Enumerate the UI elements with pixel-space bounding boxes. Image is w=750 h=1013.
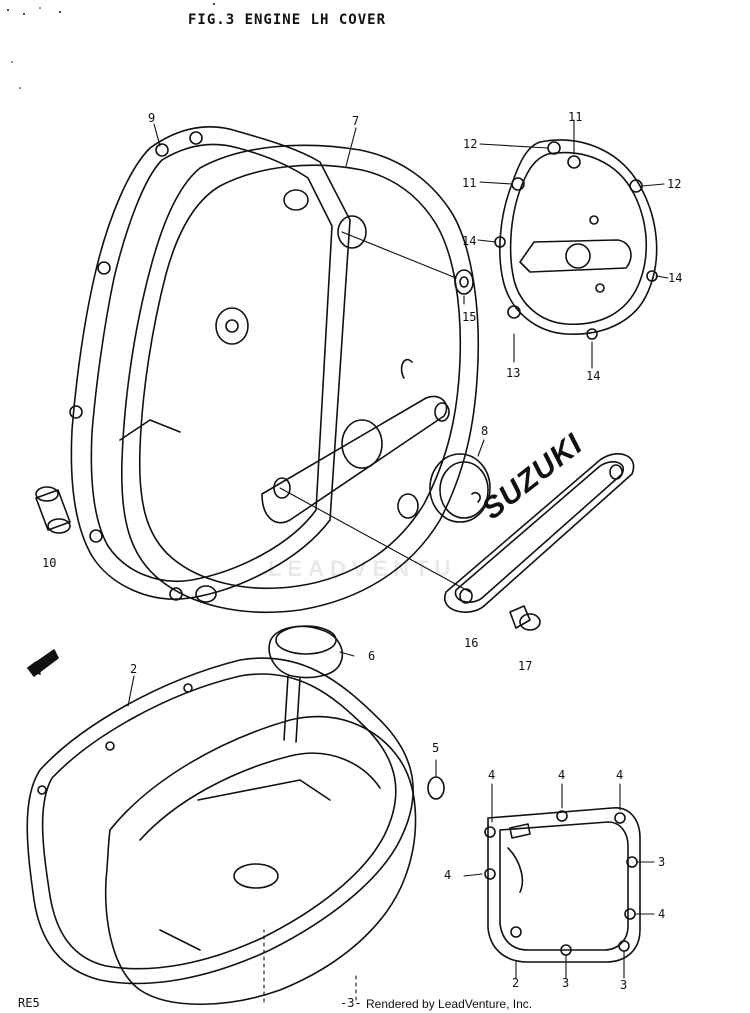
- plug-8: [429, 453, 491, 523]
- oil-filler-cap-6: [268, 625, 344, 743]
- figure-title: FIG.3 ENGINE LH COVER: [188, 12, 387, 28]
- front-arrow-icon: [27, 649, 59, 677]
- callout-3: 3: [562, 976, 570, 990]
- callout-4: 4: [658, 907, 666, 921]
- page-number: -3-: [340, 996, 362, 1010]
- callout-3: 3: [620, 978, 628, 992]
- callout-2: 2: [512, 976, 520, 990]
- screw-17: [509, 605, 541, 631]
- dowel-pin-10: [35, 486, 71, 534]
- callout-3: 3: [658, 855, 666, 869]
- lower-cover: [104, 715, 445, 1006]
- suzuki-emblem-16: [443, 453, 635, 613]
- callout-17: 17: [518, 659, 533, 673]
- callout-11: 11: [568, 110, 583, 124]
- callout-8: 8: [481, 424, 489, 438]
- callout-4: 4: [616, 768, 624, 782]
- callout-16: 16: [464, 636, 479, 650]
- callout-4: 4: [444, 868, 452, 882]
- callout-14: 14: [462, 234, 477, 248]
- callout-11: 11: [462, 176, 477, 190]
- callout-13: 13: [506, 366, 521, 380]
- washer-15: [454, 269, 474, 295]
- watermark-text: LEADVENTU: [268, 556, 457, 581]
- inspection-cover: [484, 807, 641, 963]
- gasket-9: [69, 125, 351, 601]
- callout-14: 14: [586, 369, 601, 383]
- callout-10: 10: [42, 556, 57, 570]
- callout-12: 12: [463, 137, 478, 151]
- page-reference: RE5: [18, 996, 40, 1010]
- callout-9: 9: [148, 111, 156, 125]
- scan-specks: [7, 3, 215, 89]
- callout-5: 5: [432, 741, 440, 755]
- callout-6: 6: [368, 649, 376, 663]
- callout-4: 4: [558, 768, 566, 782]
- callout-7: 7: [352, 114, 360, 128]
- generator-cover-13: [494, 139, 658, 340]
- callout-4: 4: [488, 768, 496, 782]
- callout-15: 15: [462, 310, 477, 324]
- leader-lines: [127, 119, 669, 1003]
- callout-2: 2: [130, 662, 138, 676]
- gasket-2: [26, 657, 414, 985]
- footer-credit: Rendered by LeadVenture, Inc.: [366, 997, 533, 1011]
- callout-12: 12: [667, 177, 682, 191]
- callout-14: 14: [668, 271, 683, 285]
- clutch-cover-7: [119, 144, 480, 613]
